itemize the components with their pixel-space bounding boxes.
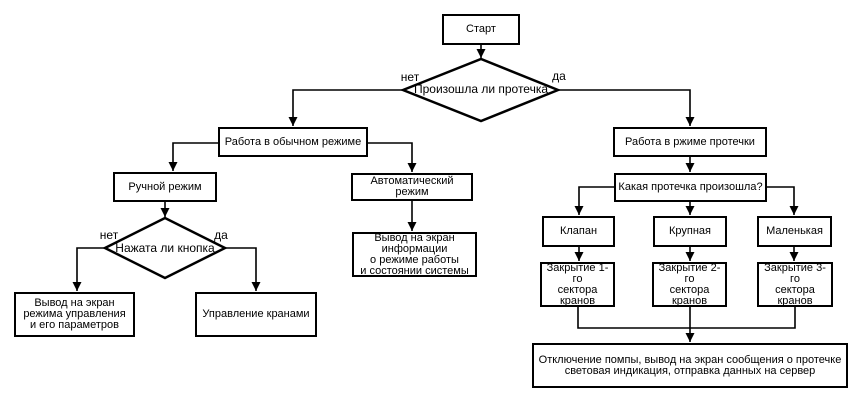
- edge-label-button-no: нет: [99, 228, 119, 242]
- node-display-system-info: Вывод на экран информации о режиме работ…: [352, 232, 477, 277]
- edge-label-leak-yes: да: [552, 69, 566, 83]
- node-auto-mode: Автоматический режим: [351, 173, 473, 201]
- node-close-sector-1: Закрытие 1-го сектора кранов: [540, 262, 615, 307]
- node-valve-leak: Клапан: [542, 216, 615, 247]
- edge-close1-merge: [577, 307, 690, 329]
- node-close-sector-2: Закрытие 2-го сектора кранов: [652, 262, 727, 307]
- node-normal-mode: Работа в обычном режиме: [218, 127, 368, 157]
- node-start: Старт: [442, 14, 520, 45]
- node-large-leak: Крупная: [653, 216, 727, 247]
- leak-decision-diamond: [399, 57, 562, 123]
- button-decision-diamond: [102, 216, 228, 280]
- edge-normal-to-auto: [368, 142, 417, 172]
- node-small-leak: Маленькая: [757, 216, 832, 247]
- edge-leak-q-no-to-normal-mode: [288, 89, 403, 126]
- node-manual-mode: Ручной режим: [113, 172, 217, 202]
- edge-leak-type-to-small: [767, 186, 799, 215]
- node-close-sector-3: Закрытие 3-го сектора кранов: [757, 262, 833, 307]
- node-display-control-mode: Вывод на экран режима управления и его п…: [14, 292, 135, 337]
- edge-label-leak-no: нет: [400, 70, 420, 84]
- node-leak-mode: Работа в ржиме протечки: [613, 127, 767, 157]
- node-leak-type-question: Какая протечка произошла?: [614, 173, 767, 202]
- edge-leak-type-to-valve: [574, 186, 614, 215]
- node-crane-control: Управление кранами: [195, 292, 317, 337]
- node-button-question-label: Нажата ли кнопка: [115, 240, 215, 255]
- edge-close3-merge: [690, 307, 796, 329]
- node-final-action: Отключение помпы, вывод на экран сообщен…: [532, 343, 848, 388]
- node-leak-question-label: Произошла ли протечка: [413, 81, 549, 96]
- edge-label-button-yes: да: [214, 228, 228, 242]
- edge-normal-to-manual: [168, 142, 218, 171]
- edge-button-no-to-display-control: [72, 247, 105, 291]
- edge-button-yes-to-crane-control: [225, 247, 261, 291]
- edge-leak-q-yes-to-leak-mode: [558, 89, 695, 126]
